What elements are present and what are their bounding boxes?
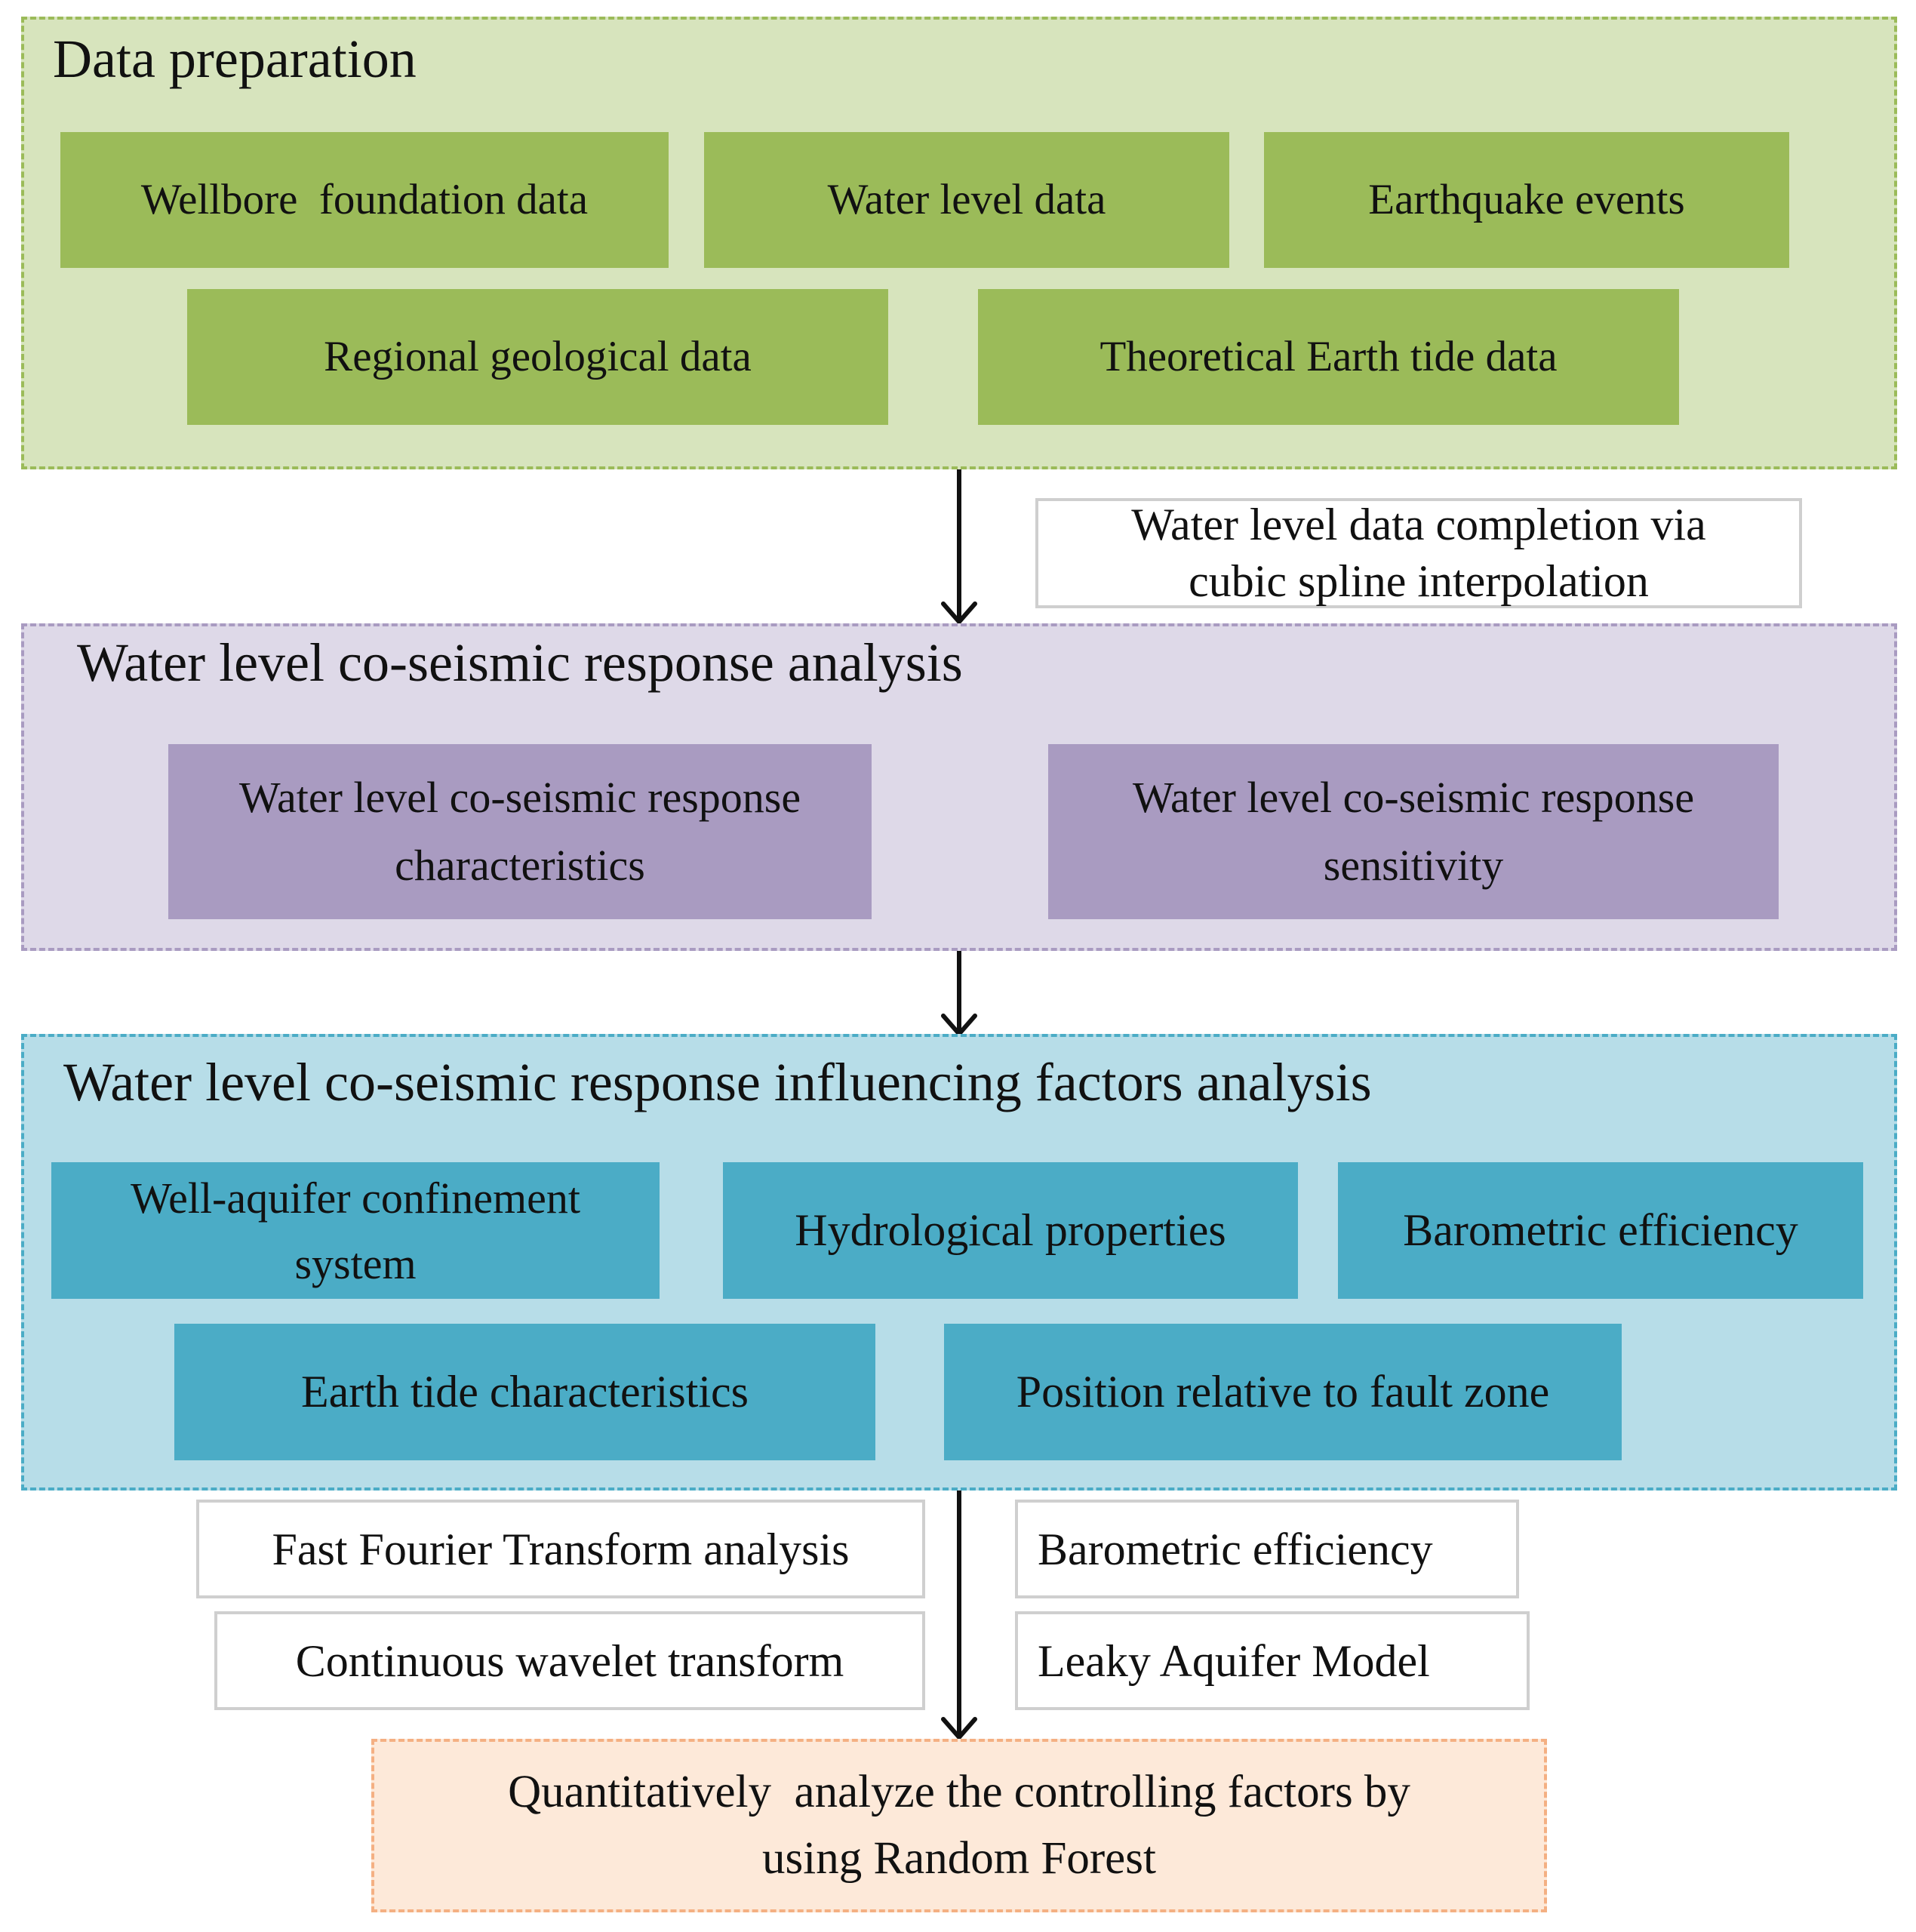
continuous-wavelet-note: Continuous wavelet transform	[214, 1611, 925, 1710]
interpolation-note: Water level data completion via cubic sp…	[1035, 498, 1802, 608]
hydrological-properties-box: Hydrological properties	[723, 1162, 1298, 1299]
response-analysis-title: Water level co-seismic response analysis	[77, 632, 963, 693]
response-sensitivity-box: Water level co-seismic response sensitiv…	[1048, 744, 1779, 919]
theoretical-earth-tide-data-box: Theoretical Earth tide data	[978, 289, 1679, 425]
earthquake-events-box: Earthquake events	[1264, 132, 1789, 268]
wellbore-foundation-data-box: Wellbore foundation data	[60, 132, 669, 268]
fault-zone-position-box: Position relative to fault zone	[944, 1324, 1622, 1460]
barometric-efficiency-box: Barometric efficiency	[1338, 1162, 1863, 1299]
regional-geological-data-box: Regional geological data	[187, 289, 888, 425]
well-aquifer-confinement-box: Well-aquifer confinement system	[51, 1162, 660, 1299]
random-forest-analysis-text: Quantitatively analyze the controlling f…	[508, 1766, 1422, 1884]
barometric-efficiency-note: Barometric efficiency	[1015, 1500, 1519, 1598]
fft-analysis-note: Fast Fourier Transform analysis	[196, 1500, 925, 1598]
response-characteristics-box: Water level co-seismic response characte…	[168, 744, 872, 919]
factors-analysis-title: Water level co-seismic response influenc…	[63, 1052, 1372, 1112]
data-preparation-title: Data preparation	[53, 29, 417, 89]
water-level-data-box: Water level data	[704, 132, 1229, 268]
random-forest-analysis-box: Quantitatively analyze the controlling f…	[371, 1739, 1547, 1912]
leaky-aquifer-model-note: Leaky Aquifer Model	[1015, 1611, 1530, 1710]
interpolation-note-text: Water level data completion via cubic sp…	[1131, 500, 1706, 606]
earth-tide-characteristics-box: Earth tide characteristics	[174, 1324, 875, 1460]
